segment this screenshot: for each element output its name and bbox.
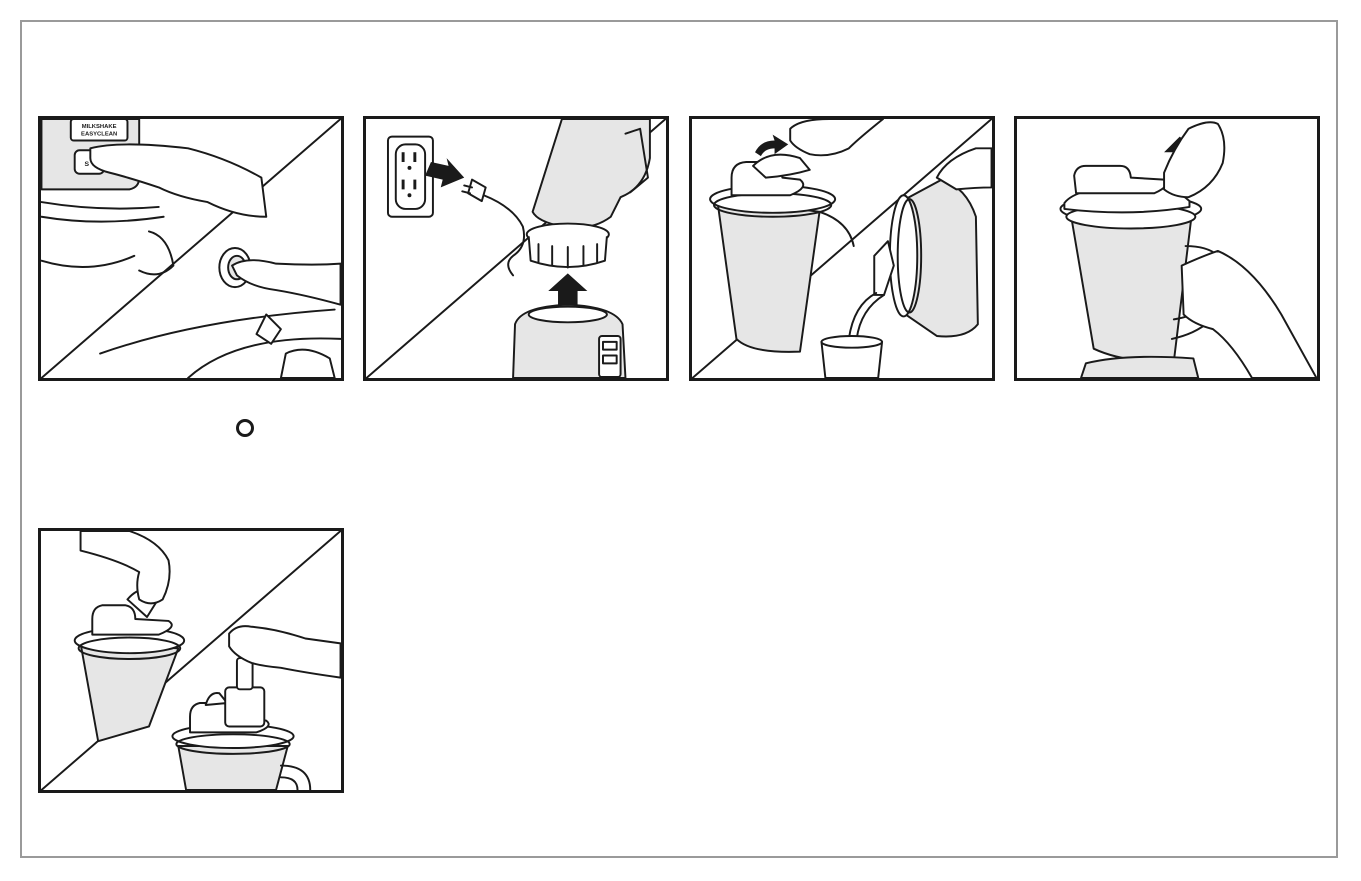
tamper-illustration bbox=[41, 531, 341, 790]
button-label-easyclean: EASYCLEAN bbox=[81, 132, 117, 138]
illustration-panel-1: MILKSHAKE EASYCLEAN S bbox=[38, 116, 344, 381]
illustration-panel-3 bbox=[689, 116, 995, 381]
illustration-panel-4 bbox=[1014, 116, 1320, 381]
button-label-milkshake: MILKSHAKE bbox=[82, 124, 117, 130]
button-label-stop: S bbox=[84, 161, 89, 168]
press-button-illustration: MILKSHAKE EASYCLEAN S bbox=[41, 119, 341, 378]
illustration-panel-2 bbox=[363, 116, 669, 381]
unplug-illustration bbox=[366, 119, 666, 378]
pour-illustration bbox=[692, 119, 992, 378]
remove-lid-illustration bbox=[1017, 119, 1317, 378]
power-circle-icon bbox=[236, 419, 254, 437]
illustration-panel-5 bbox=[38, 528, 344, 793]
